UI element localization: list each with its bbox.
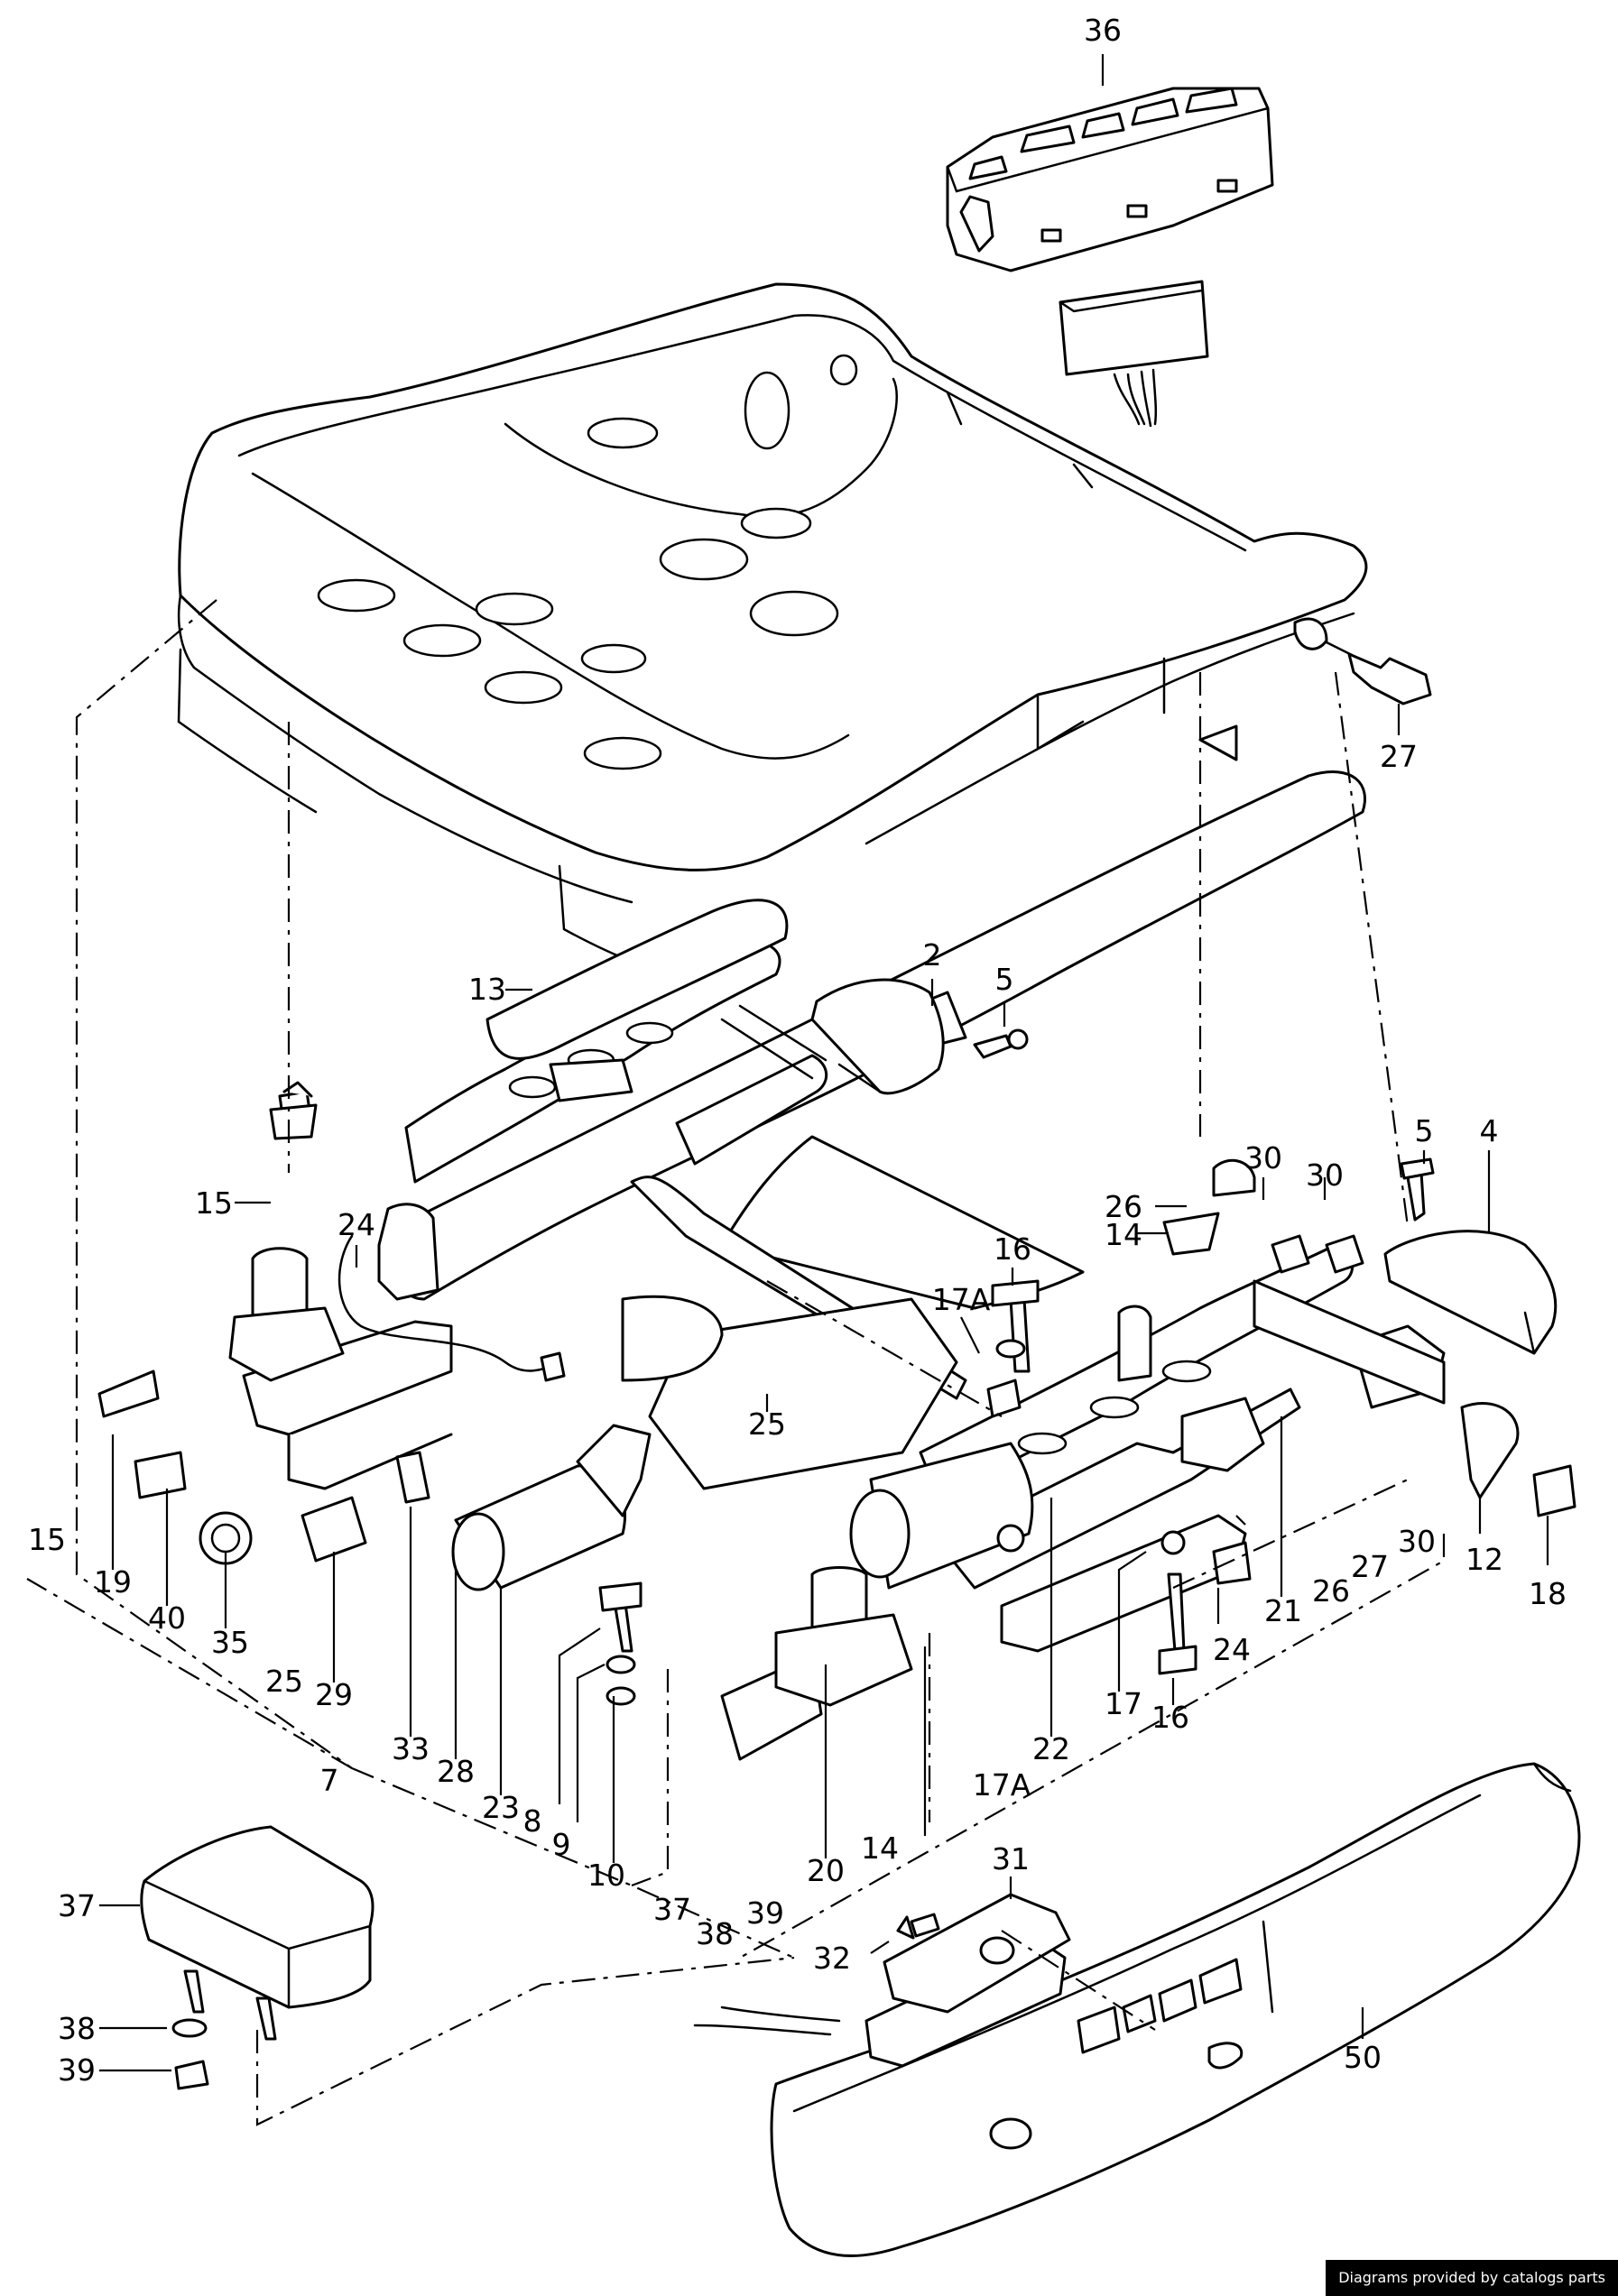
callout-5: 5 <box>995 962 1014 997</box>
callout-17a: 17A <box>973 1767 1031 1803</box>
callout-9: 9 <box>552 1827 571 1862</box>
cable-end-part <box>540 1351 566 1382</box>
callout-27: 27 <box>1380 739 1418 774</box>
callout-15: 15 <box>28 1522 66 1557</box>
callout-14: 14 <box>1105 1217 1142 1252</box>
motor-part <box>228 1247 1265 1707</box>
side-panel-part <box>693 1762 1581 2257</box>
screw-part <box>973 1028 1435 1222</box>
callout-labels: 36 27 2 5 13 26 30 30 5 4 14 16 17A 15 2… <box>28 13 1567 2088</box>
callout-17a: 17A <box>932 1282 991 1317</box>
callout-50: 50 <box>1344 2040 1382 2075</box>
callout-27: 27 <box>1351 1549 1389 1584</box>
callout-24: 24 <box>337 1207 375 1242</box>
callout-21: 21 <box>1264 1593 1302 1628</box>
callout-33: 33 <box>392 1731 430 1766</box>
callout-12: 12 <box>1465 1542 1503 1577</box>
callout-40: 40 <box>148 1600 186 1636</box>
callout-30: 30 <box>1306 1157 1344 1193</box>
callout-5: 5 <box>1415 1113 1434 1148</box>
seat-cushion-part <box>177 282 1368 981</box>
callout-18: 18 <box>1529 1576 1567 1611</box>
callout-35: 35 <box>211 1625 249 1660</box>
pin-part <box>1325 641 1432 705</box>
callout-37: 37 <box>58 1888 96 1923</box>
callout-25: 25 <box>265 1664 303 1699</box>
callout-30: 30 <box>1244 1140 1282 1176</box>
diagram-credit: Diagrams provided by catalogs parts <box>1326 2260 1618 2296</box>
callout-15: 15 <box>195 1185 233 1221</box>
callout-36: 36 <box>1084 13 1122 48</box>
assembly-boundary-lines <box>26 599 1446 2126</box>
callout-4: 4 <box>1480 1113 1499 1148</box>
callout-13: 13 <box>468 972 506 1007</box>
callout-25: 25 <box>748 1406 786 1442</box>
callout-39: 39 <box>58 2052 96 2088</box>
small-parts <box>97 1081 1576 1706</box>
callout-2: 2 <box>923 937 942 973</box>
trim-cap-part <box>810 978 1558 1355</box>
callout-32: 32 <box>813 1941 851 1976</box>
callout-38: 38 <box>696 1916 734 1951</box>
callout-23: 23 <box>482 1790 520 1825</box>
callout-16: 16 <box>994 1231 1031 1267</box>
callout-28: 28 <box>437 1754 475 1789</box>
callout-37: 37 <box>653 1892 691 1927</box>
leader-lines <box>99 54 1549 2072</box>
seat-switch-part <box>946 87 1274 428</box>
callout-19: 19 <box>94 1564 132 1600</box>
callout-14: 14 <box>861 1830 899 1866</box>
callout-30: 30 <box>1398 1524 1436 1559</box>
callout-26: 26 <box>1105 1189 1142 1224</box>
callout-8: 8 <box>523 1803 542 1839</box>
callout-17: 17 <box>1105 1686 1142 1721</box>
callout-7: 7 <box>320 1763 339 1798</box>
callout-20: 20 <box>807 1853 845 1888</box>
callout-39: 39 <box>746 1895 784 1931</box>
callout-29: 29 <box>315 1677 353 1712</box>
callout-16: 16 <box>1151 1700 1189 1735</box>
cable-part <box>337 1234 561 1372</box>
callout-26: 26 <box>1312 1573 1350 1609</box>
callout-38: 38 <box>58 2011 96 2046</box>
callout-31: 31 <box>992 1841 1030 1876</box>
control-module-part <box>140 1825 374 2090</box>
callout-10: 10 <box>587 1858 625 1893</box>
callout-22: 22 <box>1032 1731 1070 1766</box>
callout-24: 24 <box>1213 1632 1251 1667</box>
